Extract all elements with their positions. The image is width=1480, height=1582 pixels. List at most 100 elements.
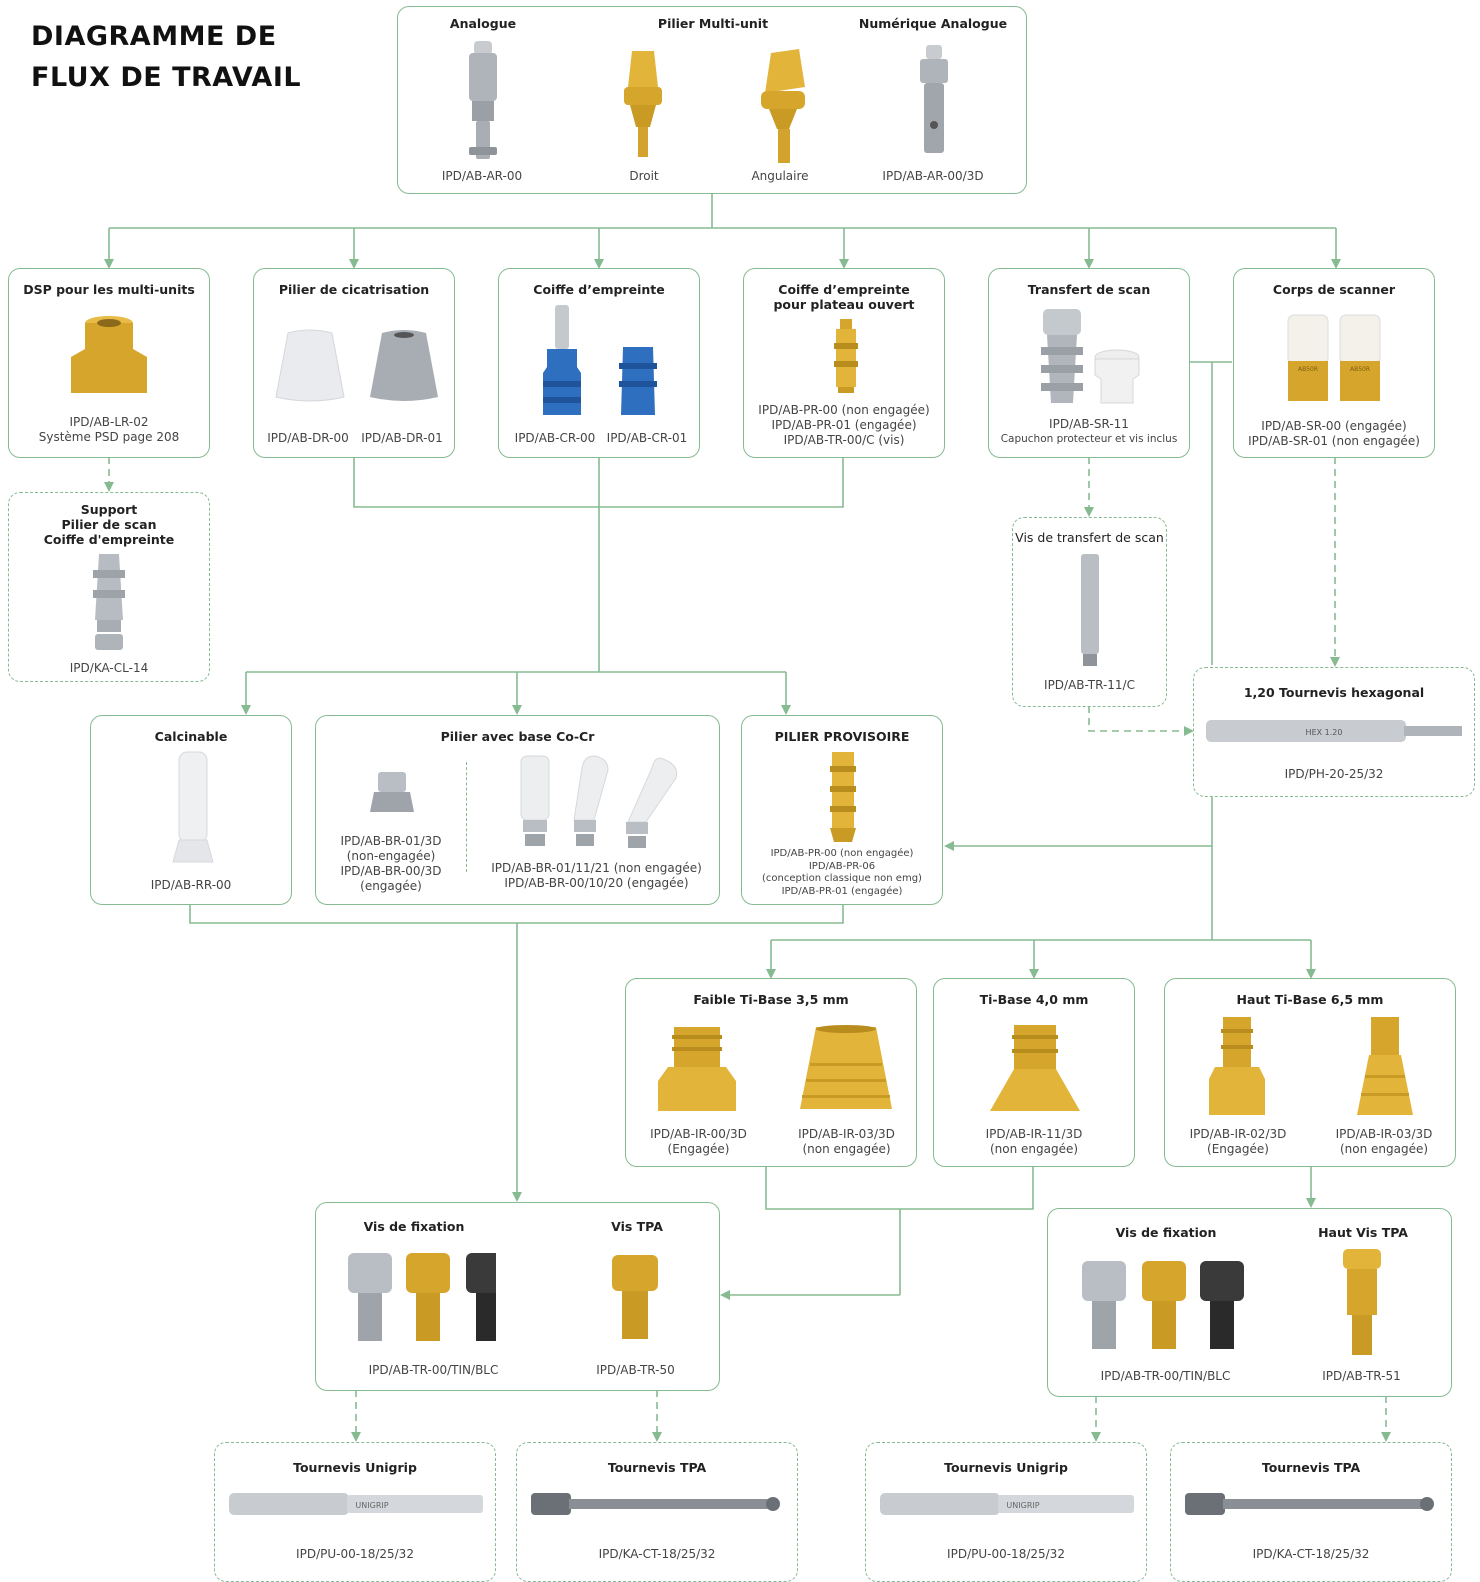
calcinable-box: Calcinable IPD/AB-RR-00 <box>90 715 292 905</box>
tibase-low-nonengaged-icon <box>800 1025 892 1109</box>
tibase-low-caption-1: IPD/AB-IR-00/3D (Engagée) <box>650 1127 747 1156</box>
hex-driver-caption: IPD/PH-20-25/32 <box>1284 767 1384 781</box>
screws-left-caption-1: IPD/AB-TR-00/TIN/BLC <box>368 1363 499 1377</box>
droit-caption: Droit <box>629 169 659 183</box>
healing-cap-grey-icon <box>370 330 438 401</box>
driver-3-title: Tournevis Unigrip <box>944 1460 1068 1475</box>
numeric-analogue-title: Numérique Analogue <box>858 16 1008 31</box>
screws-right-caption-2: IPD/AB-TR-51 <box>1322 1369 1401 1383</box>
provisoire-caption: IPD/AB-PR-00 (non engagée) IPD/AB-PR-06 … <box>762 848 922 897</box>
tpa-driver-icon-1 <box>531 1493 780 1515</box>
coiffe-caption-1: IPD/AB-CR-00 <box>514 431 596 445</box>
impression-coping-short-icon <box>619 347 657 415</box>
coiffe-open-title: Coiffe d’empreinte pour plateau ouvert <box>773 282 915 312</box>
coiffe-open-box: Coiffe d’empreinte pour plateau ouvert I… <box>743 268 945 458</box>
top-analogue-box: Analogue Pilier Multi-unit Numérique Ana… <box>397 6 1027 194</box>
tibase-high-nonengaged-icon <box>1357 1017 1413 1115</box>
scan-screw-box: Vis de transfert de scan IPD/AB-TR-11/C <box>1012 517 1167 707</box>
analogue-title: Analogue <box>449 16 517 31</box>
cocr-divider <box>466 762 467 872</box>
driver-box-4: Tournevis TPA IPD/KA-CT-18/25/32 <box>1170 1442 1452 1582</box>
tibase-high-engaged-icon <box>1209 1017 1265 1115</box>
tibase-low-caption-2: IPD/AB-IR-03/3D (non engagée) <box>798 1127 895 1156</box>
impression-coping-long-icon <box>543 305 581 415</box>
cicatrisation-box: Pilier de cicatrisation IPD/AB-DR-00 IPD… <box>253 268 455 458</box>
unigrip-driver-icon-1: UNIGRIP <box>229 1493 483 1515</box>
tpa-screw-icon <box>612 1255 658 1339</box>
open-tray-coping-icon <box>834 319 858 393</box>
coiffe-caption-2: IPD/AB-CR-01 <box>606 431 688 445</box>
scan-transfer-caption-2: Capuchon protecteur et vis inclus <box>1000 433 1178 445</box>
protective-cap-icon <box>1094 349 1140 404</box>
driver-box-1: Tournevis Unigrip UNIGRIP IPD/PU-00-18/2… <box>214 1442 496 1582</box>
numeric-analogue-caption: IPD/AB-AR-00/3D <box>882 169 984 183</box>
scan-transfer-caption: IPD/AB-SR-11 <box>1049 417 1129 431</box>
cocr-caption-left: IPD/AB-BR-01/3D (non-engagée) IPD/AB-BR-… <box>340 834 442 893</box>
scan-screw-title: Vis de transfert de scan <box>1015 530 1164 545</box>
tibase-4-caption: IPD/AB-IR-11/3D (non engagée) <box>985 1127 1083 1156</box>
calcinable-part-icon <box>172 751 214 863</box>
screws-left-title-2: Vis TPA <box>611 1219 663 1234</box>
tibase-low-engaged-icon <box>658 1027 736 1111</box>
support-box: Support Pilier de scan Coiffe d'empreint… <box>8 492 210 682</box>
healing-cap-white-icon <box>275 329 345 402</box>
dsp-box: DSP pour les multi-units IPD/AB-LR-02 Sy… <box>8 268 210 458</box>
driver-2-title: Tournevis TPA <box>607 1460 707 1475</box>
scan-transfer-title: Transfert de scan <box>1027 282 1151 297</box>
screws-left-box: Vis de fixation Vis TPA IPD/AB-TR-00/TIN… <box>315 1202 720 1391</box>
driver-4-title: Tournevis TPA <box>1261 1460 1361 1475</box>
high-tpa-screw-icon <box>1343 1249 1381 1355</box>
dsp-part-icon <box>71 316 147 393</box>
calcinable-title: Calcinable <box>154 729 228 744</box>
title-line-1: DIAGRAMME DE <box>31 21 277 52</box>
driver-3-caption: IPD/PU-00-18/25/32 <box>947 1547 1065 1561</box>
dsp-title: DSP pour les multi-units <box>23 282 195 297</box>
driver-box-3: Tournevis Unigrip UNIGRIP IPD/PU-00-18/2… <box>865 1442 1147 1582</box>
scanner-body-label-left: AB50R <box>1298 366 1318 373</box>
cocr-box: Pilier avec base Co-Cr IPD/AB-BR-01/3D (… <box>315 715 720 905</box>
scanner-body-title: Corps de scanner <box>1272 282 1396 297</box>
cocr-title: Pilier avec base Co-Cr <box>440 729 595 744</box>
diagram-title: DIAGRAMME DE FLUX DE TRAVAIL <box>31 16 301 98</box>
multi-unit-angled-icon <box>761 49 805 163</box>
analogue-part-icon <box>469 41 497 159</box>
scanner-body-label-right: AB50R <box>1350 366 1370 373</box>
support-caption: IPD/KA-CL-14 <box>69 661 149 675</box>
cocr-angled-abutment-icon <box>573 755 609 846</box>
scanner-body-caption: IPD/AB-SR-00 (engagée) IPD/AB-SR-01 (non… <box>1248 419 1420 448</box>
multi-unit-title: Pilier Multi-unit <box>657 16 769 31</box>
unigrip-label-2: UNIGRIP <box>1006 1501 1039 1510</box>
tibase-high-title: Haut Ti-Base 6,5 mm <box>1236 992 1384 1007</box>
cocr-base-icon <box>370 772 414 812</box>
calcinable-caption: IPD/AB-RR-00 <box>150 878 232 892</box>
hex-driver-label: HEX 1.20 <box>1306 728 1343 737</box>
coiffe-title: Coiffe d’empreinte <box>533 282 665 297</box>
unigrip-label-1: UNIGRIP <box>355 1501 388 1510</box>
scanner-body-box: Corps de scanner AB50R AB50R IPD/AB-SR-0… <box>1233 268 1435 458</box>
tpa-driver-icon-2 <box>1185 1493 1434 1515</box>
hex-driver-icon: HEX 1.20 <box>1206 720 1462 742</box>
driver-2-caption: IPD/KA-CT-18/25/32 <box>598 1547 716 1561</box>
cocr-angled-abutment-2-icon <box>626 757 678 848</box>
unigrip-driver-icon-2: UNIGRIP <box>880 1493 1134 1515</box>
driver-1-caption: IPD/PU-00-18/25/32 <box>296 1547 414 1561</box>
hex-driver-box: 1,20 Tournevis hexagonal HEX 1.20 IPD/PH… <box>1193 667 1475 797</box>
screws-right-box: Vis de fixation Haut Vis TPA IPD/AB-TR-0… <box>1047 1208 1452 1397</box>
cicatrisation-caption-1: IPD/AB-DR-00 <box>267 431 349 445</box>
temporary-abutment-icon <box>830 752 856 842</box>
coiffe-open-caption: IPD/AB-PR-00 (non engagée) IPD/AB-PR-01 … <box>758 403 930 447</box>
cicatrisation-caption-2: IPD/AB-DR-01 <box>361 431 443 445</box>
scan-transfer-part-icon <box>1041 309 1083 403</box>
coiffe-box: Coiffe d’empreinte IPD/AB-CR-00 IPD/AB-C… <box>498 268 700 458</box>
tibase-high-caption-1: IPD/AB-IR-02/3D (Engagée) <box>1189 1127 1287 1156</box>
screws-right-title-1: Vis de fixation <box>1115 1225 1217 1240</box>
screws-right-title-2: Haut Vis TPA <box>1318 1225 1408 1240</box>
provisoire-box: PILIER PROVISOIRE IPD/AB-PR-00 (non enga… <box>741 715 943 905</box>
analogue-caption: IPD/AB-AR-00 <box>441 169 523 183</box>
tibase-4-icon <box>990 1025 1080 1111</box>
provisoire-title: PILIER PROVISOIRE <box>774 729 910 744</box>
driver-4-caption: IPD/KA-CT-18/25/32 <box>1252 1547 1370 1561</box>
scan-transfer-box: Transfert de scan IPD/AB-SR-11 Capuchon … <box>988 268 1190 458</box>
scan-screw-caption: IPD/AB-TR-11/C <box>1044 678 1135 692</box>
